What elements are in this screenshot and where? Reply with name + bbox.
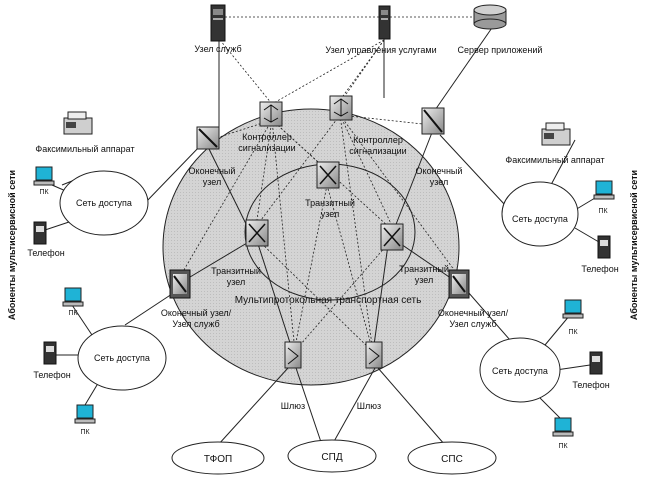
transit-node-left-icon <box>245 219 269 247</box>
service-management-server-icon <box>378 5 391 40</box>
multiprotocol-network-label: Мультипротокольная транспортная сеть <box>235 295 422 306</box>
fax-right-label: Факсимильный аппарат <box>505 155 604 165</box>
pc-label: ПК <box>80 429 90 436</box>
signaling-controller-left-icon <box>259 101 283 127</box>
edge-service-node-right-label: Оконечный узел/Узел служб <box>438 308 509 329</box>
pc-icon <box>562 299 584 319</box>
gateway-right-label: Шлюз <box>357 401 381 411</box>
pc-icon <box>33 166 55 186</box>
phone-label: Телефон <box>572 380 609 390</box>
pc-icon <box>593 180 615 200</box>
subscribers-side-label-left: Абоненты мультисервисной сети <box>7 170 17 320</box>
app-server-label: Сервер приложений <box>458 45 543 55</box>
solid-links <box>44 21 605 446</box>
edge-service-node-left-icon <box>169 269 191 299</box>
edge-service-node-left-label: Оконечный узел/Узел служб <box>161 308 232 329</box>
edge-node-right-icon <box>421 107 445 135</box>
phone-icon <box>597 235 611 259</box>
pc-icon <box>62 287 84 307</box>
pc-icon <box>74 404 96 424</box>
phone-icon <box>33 221 47 245</box>
gateway-right-icon <box>365 341 383 369</box>
phone-icon <box>43 341 57 365</box>
fax-right-icon <box>541 122 571 146</box>
access-network-bl-label: Сеть доступа <box>94 353 150 363</box>
phone-label: Телефон <box>581 264 618 274</box>
pc-label: ПК <box>598 208 608 215</box>
fax-left-icon <box>63 111 93 135</box>
transport-network-ellipse <box>162 108 460 386</box>
service-node-top-label: Узел служб <box>194 44 241 54</box>
app-server-database-icon <box>473 4 507 30</box>
sps-label: СПС <box>441 454 463 465</box>
service-mgmt-node-label: Узел управления услугами <box>325 45 436 55</box>
phone-label: Телефон <box>33 370 70 380</box>
access-network-br-label: Сеть доступа <box>492 366 548 376</box>
edge-node-left-icon <box>196 126 220 150</box>
tfop-label: ТФОП <box>204 454 232 465</box>
edge-service-node-right-icon <box>448 269 470 299</box>
transit-node-right-icon <box>380 223 404 251</box>
signaling-controller-right-icon <box>329 95 353 121</box>
phone-label: Телефон <box>27 248 64 258</box>
pc-label: ПК <box>68 310 78 317</box>
phone-icon <box>589 351 603 375</box>
access-network-tl-label: Сеть доступа <box>76 198 132 208</box>
pc-icon <box>552 417 574 437</box>
pc-label: ПК <box>558 443 568 450</box>
fax-left-label: Факсимильный аппарат <box>35 144 134 154</box>
service-node-server-icon <box>210 4 226 42</box>
gateway-left-label: Шлюз <box>281 401 305 411</box>
pc-label: ПК <box>568 329 578 336</box>
access-networks <box>59 170 579 475</box>
transit-node-center-icon <box>316 161 340 189</box>
gateway-left-icon <box>284 341 302 369</box>
pc-label: ПК <box>39 189 49 196</box>
spd-label: СПД <box>321 452 342 463</box>
access-network-tr-label: Сеть доступа <box>512 214 568 224</box>
subscribers-side-label-right: Абоненты мультисервисной сети <box>629 170 639 320</box>
